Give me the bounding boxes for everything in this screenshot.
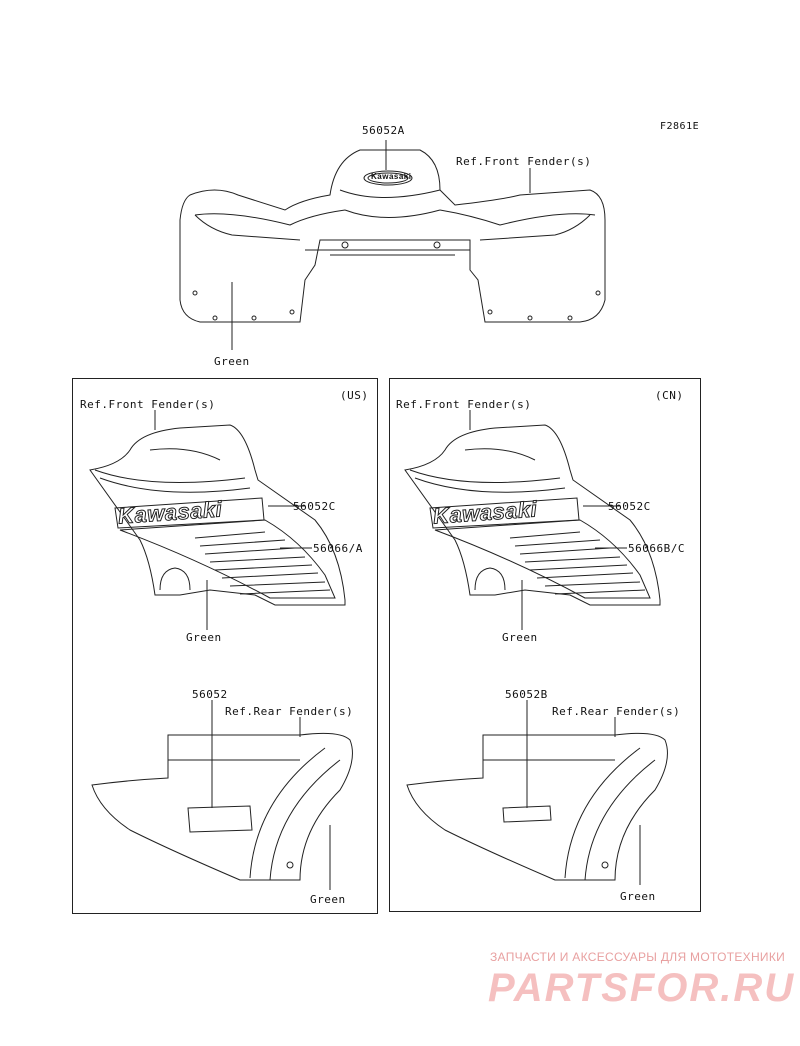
cn-color-front: Green: [502, 631, 538, 644]
us-rear-fender-drawing: [91, 700, 353, 890]
cn-front-fender-drawing: [404, 410, 661, 630]
us-region-label: (US): [340, 389, 369, 402]
top-color-label: Green: [214, 355, 250, 368]
figure-code: F2861E: [660, 121, 700, 132]
watermark-logo[interactable]: PARTSFOR.RU: [488, 966, 796, 1010]
us-ref-rear-fender: Ref.Rear Fender(s): [225, 705, 354, 718]
cn-panel: [389, 378, 701, 912]
top-ref-front-fender: Ref.Front Fender(s): [456, 155, 592, 168]
us-color-front: Green: [186, 631, 222, 644]
cn-rear-fender-drawing: [406, 700, 668, 885]
front-fender-top-drawing: [179, 140, 606, 350]
us-front-fender-drawing: [89, 410, 346, 630]
us-ref-front-fender: Ref.Front Fender(s): [80, 398, 216, 411]
cn-part-rear: 56052B: [505, 688, 548, 701]
us-panel: [72, 378, 378, 914]
top-part-number: 56052A: [362, 124, 405, 137]
cn-ref-rear-fender: Ref.Rear Fender(s): [552, 705, 681, 718]
us-color-rear: Green: [310, 893, 346, 906]
cn-part-stripe: 56066B/C: [628, 542, 685, 555]
us-part-stripe: 56066/A: [313, 542, 363, 555]
cn-region-label: (CN): [655, 389, 684, 402]
top-badge-text: Kawasaki: [371, 172, 412, 181]
cn-ref-front-fender: Ref.Front Fender(s): [396, 398, 532, 411]
us-part-logo: 56052C: [293, 500, 336, 513]
cn-color-rear: Green: [620, 890, 656, 903]
us-part-rear: 56052: [192, 688, 228, 701]
cn-part-logo: 56052C: [608, 500, 651, 513]
watermark-tagline: ЗАПЧАСТИ И АКСЕССУАРЫ ДЛЯ МОТОТЕХНИКИ: [490, 950, 786, 964]
